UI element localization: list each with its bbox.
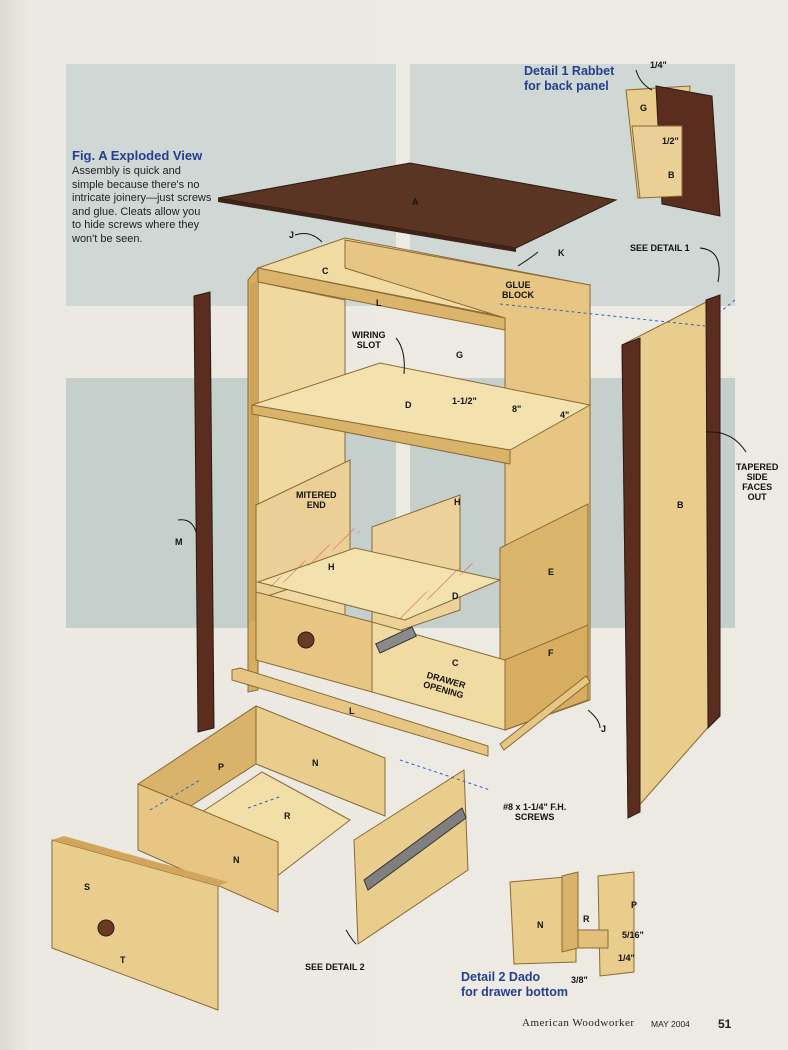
dimension-1-5: 1-1/2" xyxy=(452,396,477,406)
drawer-knob xyxy=(297,631,315,649)
page-number: 51 xyxy=(718,1017,732,1031)
drawer-slide-upper xyxy=(375,626,417,654)
detail2-dim-c: 3/8" xyxy=(571,975,588,985)
glue-block-line1: GLUE xyxy=(505,280,531,290)
detail1-part-b: B xyxy=(668,170,675,180)
shelf-d-upper-edge xyxy=(251,404,511,465)
wiring-slot-line2: SLOT xyxy=(356,340,381,350)
detail2-part-r: R xyxy=(583,914,590,924)
part-label-h-right: H xyxy=(454,497,461,507)
drawer-face-knob xyxy=(97,919,115,937)
screw-paths xyxy=(149,299,736,811)
detail2-bottom-r xyxy=(561,871,579,953)
part-label-r: R xyxy=(284,811,291,821)
tapered-line1: TAPERED xyxy=(736,462,779,472)
part-label-m: M xyxy=(175,537,183,547)
detail1-title-line2: for back panel xyxy=(524,79,609,93)
part-label-n-back: N xyxy=(312,758,319,768)
drawer-face-s-edge xyxy=(52,836,228,886)
bottom-cleat-l xyxy=(231,667,489,757)
drawer-face-s xyxy=(51,839,219,1011)
tapered-side-callout: TAPERED SIDE FACES OUT xyxy=(736,462,778,502)
detail2-title-line1: Detail 2 Dado xyxy=(461,970,541,984)
hatch-mitre-2 xyxy=(395,560,474,620)
side-panel-b-leg xyxy=(621,337,641,819)
bottom-cleat-j xyxy=(499,675,591,751)
drawer-front-n xyxy=(137,783,279,913)
mitered-end-callout: MITERED END xyxy=(296,490,337,510)
shelf-d-lower xyxy=(256,547,502,621)
part-label-l-bottom: L xyxy=(349,706,355,716)
detail1-back xyxy=(631,125,683,199)
detail1-dim-top: 1/4" xyxy=(650,60,667,70)
part-label-t: T xyxy=(120,955,126,965)
mitered-end-line2: END xyxy=(306,500,326,510)
detail2-dim-a: 5/16" xyxy=(622,930,644,940)
dimension-8: 8" xyxy=(512,404,522,414)
mitered-end-line1: MITERED xyxy=(296,490,337,500)
detail2-title: Detail 2 Dado for drawer bottom xyxy=(461,970,568,1000)
part-label-f: F xyxy=(548,648,554,658)
part-label-b: B xyxy=(677,500,684,510)
detail2-dado xyxy=(577,929,609,949)
part-label-c-top: C xyxy=(322,266,329,276)
figure-description: Assembly is quick and simple because the… xyxy=(72,165,212,245)
part-label-e: E xyxy=(548,567,555,577)
part-label-d-lower: D xyxy=(452,591,459,601)
see-detail-1-callout: SEE DETAIL 1 xyxy=(630,243,690,253)
detail2-part-p: P xyxy=(631,900,638,910)
part-label-n-front: N xyxy=(233,855,240,865)
detail1-dim-side: 1/2" xyxy=(662,136,679,146)
dimension-4: 4" xyxy=(560,410,570,420)
screws-line2: SCREWS xyxy=(514,812,555,822)
leader-lines xyxy=(177,69,747,945)
part-label-p: P xyxy=(218,762,225,772)
detail2-side-n xyxy=(509,875,577,965)
footer-magazine-name: American Woodworker xyxy=(522,1017,635,1029)
screws-line1: #8 x 1-1/4" F.H. xyxy=(503,802,567,812)
detail2-title-line2: for drawer bottom xyxy=(461,985,568,999)
part-label-k: K xyxy=(558,248,565,258)
screws-callout: #8 x 1-1/4" F.H. SCREWS xyxy=(503,802,566,822)
glue-block-line2: BLOCK xyxy=(502,290,534,300)
detail1-title: Detail 1 Rabbet for back panel xyxy=(524,64,614,94)
cabinet-left-face xyxy=(257,267,506,331)
left-leg-m xyxy=(193,291,215,733)
hatch-mitre-1 xyxy=(268,528,360,590)
part-label-g: G xyxy=(456,350,464,360)
figure-title: Fig. A Exploded View xyxy=(72,148,203,163)
part-label-a: A xyxy=(412,197,419,207)
glue-block-callout: GLUE BLOCK xyxy=(502,280,534,300)
tapered-line2: SIDE xyxy=(746,472,768,482)
wiring-slot-callout: WIRING SLOT xyxy=(352,330,386,350)
part-label-h-left: H xyxy=(328,562,335,572)
part-label-j-top: J xyxy=(289,230,295,240)
side-panel-b-edge xyxy=(705,294,721,730)
tapered-line3: FACES xyxy=(742,482,773,492)
top-panel-a-edge xyxy=(218,198,516,252)
top-panel-a xyxy=(217,162,618,249)
part-label-d-upper: D xyxy=(405,400,412,410)
part-label-j-bottom: J xyxy=(601,724,607,734)
detail1-title-line1: Detail 1 Rabbet xyxy=(524,64,615,78)
see-detail-2-callout: SEE DETAIL 2 xyxy=(305,962,365,972)
part-label-l-top: L xyxy=(376,298,382,308)
tapered-line4: OUT xyxy=(747,492,767,502)
wiring-slot-line1: WIRING xyxy=(352,330,386,340)
detail2-part-n: N xyxy=(537,920,544,930)
detail1-part-g: G xyxy=(640,103,648,113)
divider-f xyxy=(504,624,589,731)
part-label-c-lower: C xyxy=(452,658,459,668)
drawer-slide-lower xyxy=(363,807,467,891)
footer-issue: MAY 2004 xyxy=(651,1019,690,1029)
detail2-dim-b: 1/4" xyxy=(618,953,635,963)
part-label-s: S xyxy=(84,882,91,892)
